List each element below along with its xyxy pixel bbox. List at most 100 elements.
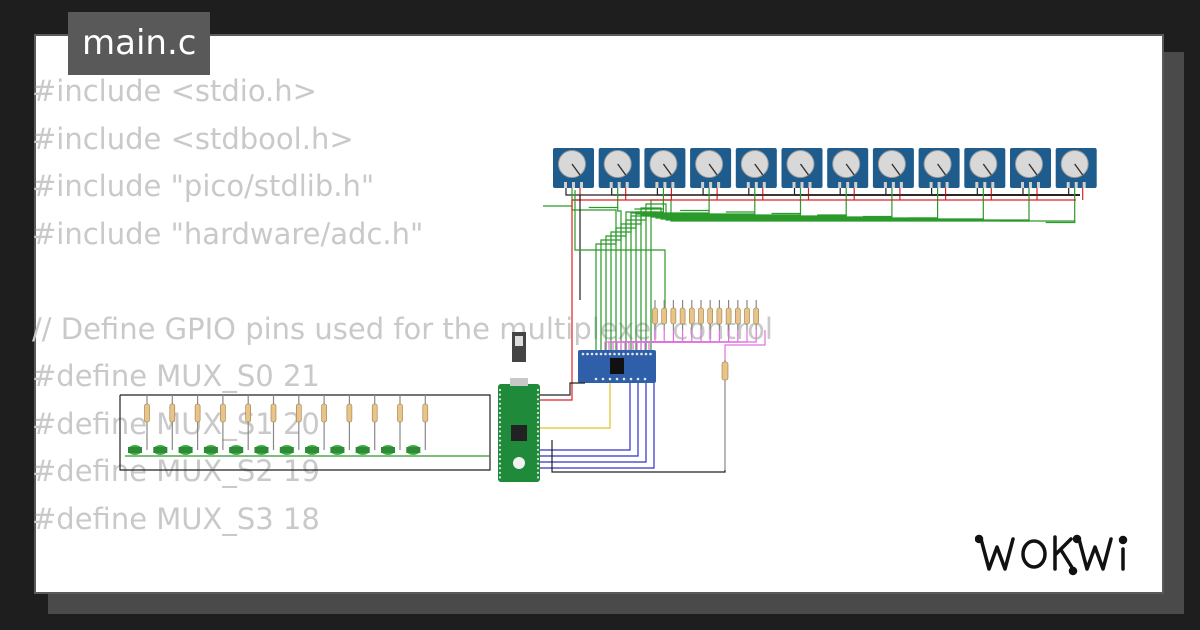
pico-pin [536, 471, 540, 474]
pico-pin [536, 425, 540, 428]
led-resistor [270, 403, 277, 423]
pico-pin [498, 467, 502, 470]
pico-pin [498, 398, 502, 401]
potentiometer-pin [655, 182, 659, 188]
code-line: #include "pico/stdlib.h" [32, 169, 375, 203]
code-line: #define MUX_S1 20 [32, 406, 320, 441]
resistor [679, 307, 686, 325]
pico-pin [536, 467, 540, 470]
pico-pin [498, 434, 502, 438]
potentiometer-pin [975, 182, 979, 188]
signal-wire [574, 190, 666, 310]
code-line: #include "hardware/adc.h" [32, 216, 424, 251]
pico-pin [498, 444, 502, 447]
potentiometer-pointer [617, 163, 627, 176]
led-resistor [220, 403, 226, 423]
led-gnd-wire [119, 394, 491, 471]
pico-pin [536, 416, 540, 419]
led-base [305, 447, 320, 453]
mux-pin [590, 352, 594, 356]
led-resistor [321, 403, 327, 423]
potentiometer-pointer [891, 163, 901, 176]
pico-pin [498, 402, 502, 405]
led-base [254, 447, 269, 453]
pico-pin [536, 398, 540, 401]
potentiometer-pin [883, 182, 887, 188]
file-tab-label: main.c [82, 23, 197, 63]
pico-usb [510, 378, 528, 386]
potentiometer-pointer [662, 163, 672, 176]
pico-pin [498, 457, 502, 461]
pico-pin [536, 462, 540, 465]
mux-pin [601, 377, 605, 381]
mux-pin [622, 352, 625, 356]
potentiometer-pin [854, 182, 858, 188]
led-base [381, 447, 395, 453]
potentiometer-pin [625, 182, 629, 188]
mux-pin [599, 352, 603, 356]
mux-pin [629, 377, 633, 381]
led-resistor [397, 403, 403, 423]
pico-pin [498, 411, 502, 415]
potentiometer-pin [709, 182, 713, 188]
resistor [744, 307, 750, 325]
mux-pin [622, 377, 626, 381]
resistor [716, 307, 723, 325]
led-base [128, 447, 142, 453]
potentiometer-pin [717, 182, 721, 188]
pico-pin [536, 402, 540, 405]
potentiometer-pin [1029, 182, 1032, 188]
potentiometer-pointer [1028, 163, 1038, 176]
preview-card [34, 34, 1164, 594]
signal-wire [771, 188, 802, 215]
code-line: #define MUX_S2 19 [32, 454, 320, 488]
pico-pin [498, 476, 502, 479]
signal-wire [645, 203, 1030, 350]
potentiometer-pin [991, 182, 995, 188]
mux-pin [644, 352, 648, 356]
potentiometer-pin [617, 182, 621, 188]
potentiometer-pin [762, 182, 766, 188]
gnd-wire [1022, 188, 1080, 196]
signal-wire [680, 188, 710, 212]
pico-pin [536, 457, 540, 461]
resistor [652, 307, 658, 325]
potentiometer-pointer [1074, 163, 1084, 176]
potentiometer-pin [983, 182, 987, 188]
resistor-wire [620, 330, 693, 350]
control-wire [540, 383, 631, 451]
pico-pin [536, 393, 540, 396]
gnd-wire [1068, 188, 1080, 196]
mux-pin [613, 352, 616, 356]
pico-pin [498, 425, 502, 428]
pico-pin [498, 453, 502, 456]
mux-pin [604, 352, 607, 356]
mux-pin [595, 352, 598, 356]
led-base [355, 447, 370, 453]
mux-pin [608, 352, 612, 356]
potentiometer-pin [572, 182, 575, 188]
potentiometer-pin [838, 182, 842, 188]
resistor [753, 307, 760, 325]
file-tab[interactable]: main.c [68, 12, 211, 75]
potentiometer-pointer [982, 163, 992, 176]
led-resistor [295, 403, 302, 423]
mux-pin [615, 377, 619, 381]
pico-pin [536, 448, 540, 451]
led-resistor [144, 403, 150, 423]
signal-wire [625, 215, 847, 350]
signal-wire [588, 188, 619, 209]
potentiometer-pin [800, 182, 804, 188]
control-wire [540, 383, 655, 469]
gnd-wire [565, 188, 1080, 196]
potentiometer-pin [899, 182, 903, 188]
led-base [279, 447, 294, 453]
mux-pin [643, 377, 647, 381]
resistor-wire [724, 330, 766, 365]
gnd-wire [540, 382, 585, 396]
potentiometer-pin [937, 182, 941, 188]
pico-pin [498, 439, 502, 442]
mux-pin [626, 352, 630, 356]
potentiometer-pin [663, 182, 667, 188]
signal-wire [543, 188, 573, 207]
